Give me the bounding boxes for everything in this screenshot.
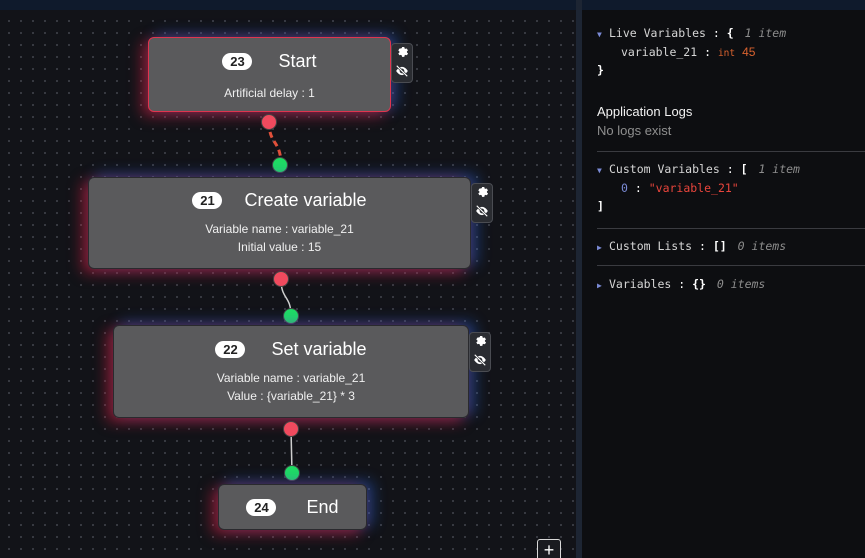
expanded-arrow-icon[interactable]: ▼ <box>597 30 602 39</box>
debug-panel: ▼Live Variables : { 1 item variable_21 :… <box>582 10 865 558</box>
divider-line <box>597 151 865 152</box>
gear-icon[interactable] <box>396 45 409 63</box>
node-toolbar <box>469 332 491 372</box>
expanded-arrow-icon[interactable]: ▼ <box>597 166 602 175</box>
input-port[interactable] <box>272 157 288 173</box>
node-property: Variable name : variable_21 <box>216 371 366 385</box>
node-toolbar <box>471 183 493 223</box>
output-port[interactable] <box>273 271 289 287</box>
custom-variables-header[interactable]: ▼Custom Variables : [ 1 item <box>597 162 800 176</box>
add-node-button[interactable]: + <box>537 539 561 558</box>
hide-icon[interactable] <box>475 204 489 222</box>
node-property: Artificial delay : 1 <box>224 86 315 100</box>
node-id-badge: 21 <box>192 192 223 209</box>
list-item: 0 : "variable_21" <box>621 181 739 195</box>
collapsed-arrow-icon[interactable]: ▶ <box>597 243 602 252</box>
hide-icon[interactable] <box>395 64 409 82</box>
hide-icon[interactable] <box>473 353 487 371</box>
node-end[interactable]: 24 End <box>218 484 367 530</box>
input-port[interactable] <box>283 308 299 324</box>
custom-variables-tree: ▼Custom Variables : [ 1 item 0 : "variab… <box>597 162 865 213</box>
live-variables-tree: ▼Live Variables : { 1 item variable_21 :… <box>597 26 865 77</box>
node-property: Value : {variable_21} * 3 <box>227 389 355 403</box>
divider-line <box>597 228 865 229</box>
live-variables-header[interactable]: ▼Live Variables : { 1 item <box>597 26 787 40</box>
panel-divider[interactable] <box>576 0 582 558</box>
logs-heading: Application Logs <box>597 104 693 119</box>
node-set-variable[interactable]: 22 Set variable Variable name : variable… <box>113 325 469 418</box>
gear-icon[interactable] <box>476 185 489 203</box>
flow-canvas[interactable]: 23 Start Artificial delay : 1 21 Create … <box>0 0 576 558</box>
node-title: Create variable <box>244 190 367 210</box>
node-id-badge: 24 <box>246 499 277 516</box>
node-start[interactable]: 23 Start Artificial delay : 1 <box>148 37 391 112</box>
divider-line <box>597 265 865 266</box>
output-port[interactable] <box>283 421 299 437</box>
node-create-variable[interactable]: 21 Create variable Variable name : varia… <box>88 177 471 269</box>
input-port[interactable] <box>284 465 300 481</box>
node-title: End <box>306 497 339 517</box>
top-strip <box>0 0 865 10</box>
application-logs: Application Logs No logs exist <box>597 104 865 138</box>
custom-lists-tree[interactable]: ▶Custom Lists : [] 0 items <box>597 239 787 253</box>
node-title: Set variable <box>271 339 367 359</box>
collapsed-arrow-icon[interactable]: ▶ <box>597 281 602 290</box>
variable-entry: variable_21 : int 45 <box>621 45 756 59</box>
node-property: Variable name : variable_21 <box>205 222 354 236</box>
node-toolbar <box>391 43 413 83</box>
node-id-badge: 22 <box>215 341 246 358</box>
variables-tree[interactable]: ▶Variables : {} 0 items <box>597 277 766 291</box>
gear-icon[interactable] <box>474 334 487 352</box>
node-id-badge: 23 <box>222 53 253 70</box>
logs-empty-text: No logs exist <box>597 123 672 138</box>
node-property: Initial value : 15 <box>237 240 322 254</box>
output-port[interactable] <box>261 114 277 130</box>
node-title: Start <box>278 51 317 71</box>
